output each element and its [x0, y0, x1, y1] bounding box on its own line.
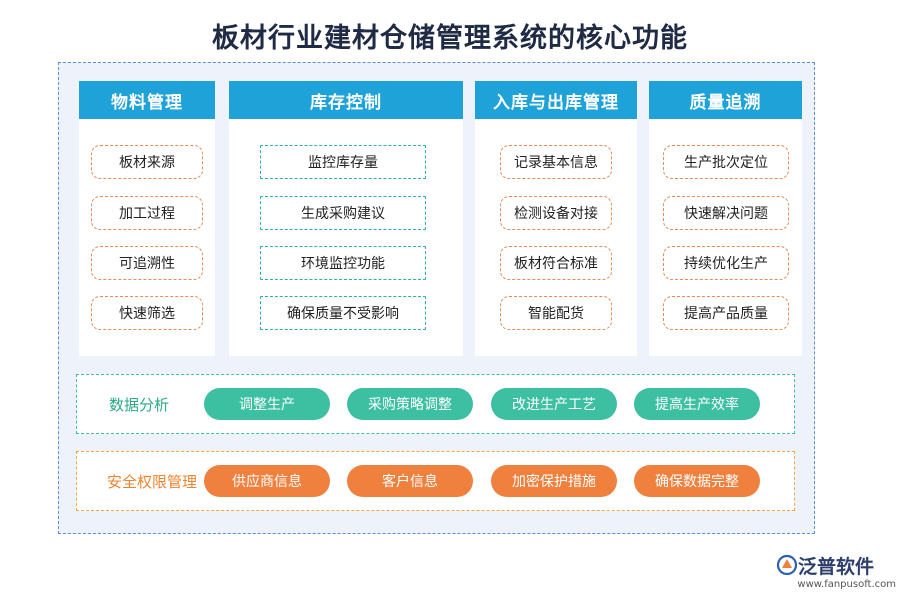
column-item: 环境监控功能 [260, 246, 426, 280]
data-analysis-pill: 提高生产效率 [634, 388, 760, 420]
column-header: 质量追溯 [649, 81, 802, 119]
data-analysis-pill: 改进生产工艺 [491, 388, 617, 420]
column-item: 加工过程 [91, 196, 203, 230]
data-analysis-pill: 采购策略调整 [347, 388, 473, 420]
security-band: 安全权限管理 供应商信息 客户信息 加密保护措施 确保数据完整 [76, 451, 795, 511]
brand-logo: 泛普软件 www.fanpusoft.com [776, 552, 896, 596]
brand-mark-icon [776, 554, 798, 576]
security-pill: 客户信息 [347, 465, 473, 497]
column-item: 快速解决问题 [663, 196, 789, 230]
column-header: 入库与出库管理 [475, 81, 637, 119]
data-analysis-pill: 调整生产 [204, 388, 330, 420]
column-inventory-control: 库存控制 监控库存量 生成采购建议 环境监控功能 确保质量不受影响 [229, 81, 463, 356]
column-inbound-outbound: 入库与出库管理 记录基本信息 检测设备对接 板材符合标准 智能配货 [475, 81, 637, 356]
column-item: 确保质量不受影响 [260, 296, 426, 330]
column-quality-tracing: 质量追溯 生产批次定位 快速解决问题 持续优化生产 提高产品质量 [649, 81, 802, 356]
security-pill: 供应商信息 [204, 465, 330, 497]
column-item: 智能配货 [500, 296, 612, 330]
column-header: 物料管理 [79, 81, 215, 119]
brand-name: 泛普软件 [798, 556, 875, 578]
column-item: 生产批次定位 [663, 145, 789, 179]
security-pill: 确保数据完整 [634, 465, 760, 497]
column-item: 提高产品质量 [663, 296, 789, 330]
column-item: 板材符合标准 [500, 246, 612, 280]
column-item: 持续优化生产 [663, 246, 789, 280]
column-item: 监控库存量 [260, 145, 426, 179]
security-label: 安全权限管理 [106, 472, 197, 491]
column-item: 快速筛选 [91, 296, 203, 330]
column-item: 板材来源 [91, 145, 203, 179]
column-item: 可追溯性 [91, 246, 203, 280]
column-item: 检测设备对接 [500, 196, 612, 230]
column-material-management: 物料管理 板材来源 加工过程 可追溯性 快速筛选 [79, 81, 215, 356]
column-header: 库存控制 [229, 81, 463, 119]
page-title: 板材行业建材仓储管理系统的核心功能 [212, 23, 688, 54]
data-analysis-label: 数据分析 [108, 395, 169, 414]
data-analysis-band: 数据分析 调整生产 采购策略调整 改进生产工艺 提高生产效率 [76, 374, 795, 434]
brand-url: www.fanpusoft.com [797, 579, 896, 590]
column-item: 生成采购建议 [260, 196, 426, 230]
security-pill: 加密保护措施 [491, 465, 617, 497]
column-item: 记录基本信息 [500, 145, 612, 179]
